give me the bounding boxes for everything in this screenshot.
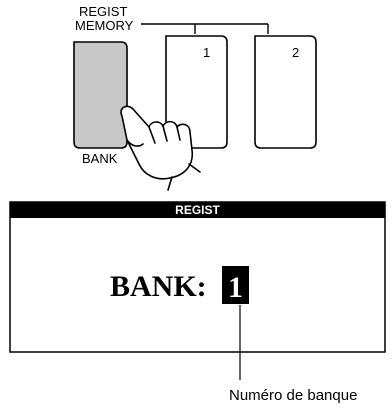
lcd-bank-number: 1 — [228, 271, 243, 304]
regist-memory-label-line2: MEMORY — [75, 18, 134, 33]
lcd-header-bar — [10, 202, 385, 218]
lcd-display: REGIST BANK: 1 — [9, 201, 386, 353]
pressing-hand-icon — [120, 105, 201, 191]
bank-number-caption: Numéro de banque — [229, 387, 357, 404]
memory-button-2-label: 2 — [292, 45, 299, 60]
lcd-bank-text: BANK: — [110, 270, 207, 303]
regist-memory-bracket — [141, 23, 269, 34]
bank-number-highlight — [222, 266, 249, 304]
bank-button[interactable] — [73, 41, 128, 149]
memory-button-1-label: 1 — [203, 45, 210, 60]
bank-button-label: BANK — [82, 151, 118, 166]
lcd-title: REGIST — [175, 203, 220, 217]
memory-button-2[interactable] — [254, 35, 317, 149]
regist-memory-label-line1: REGIST — [79, 4, 127, 19]
